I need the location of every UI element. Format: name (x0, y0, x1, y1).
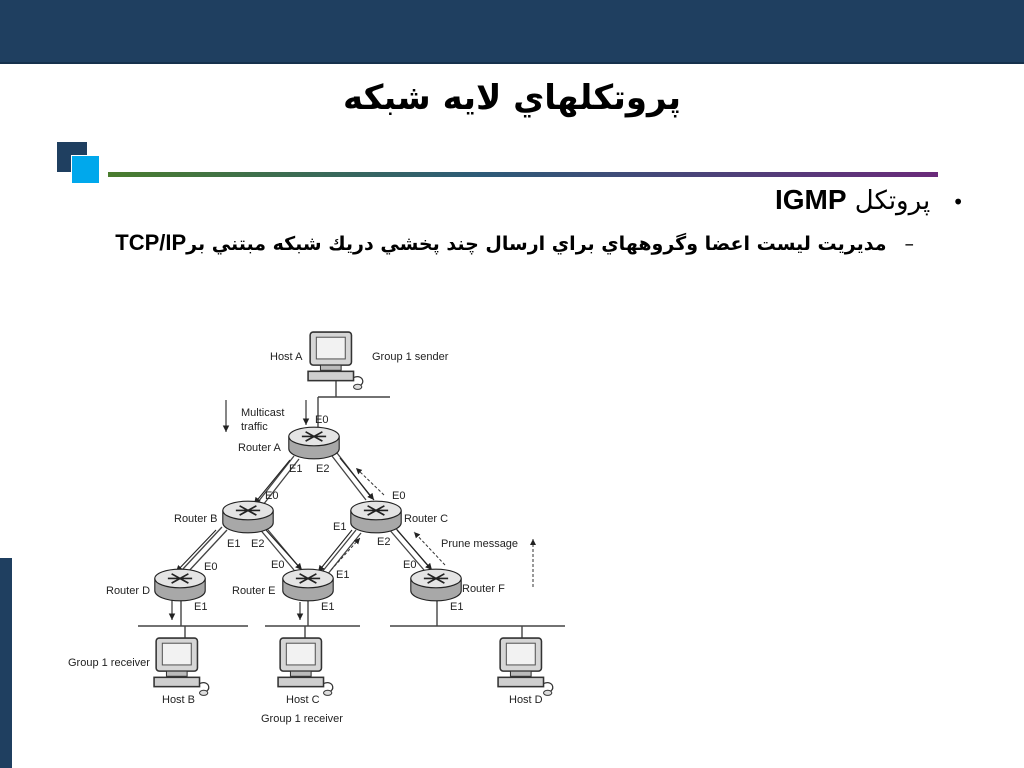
router-e-e1-label: E1 (321, 601, 334, 613)
router-c-e2-label: E2 (377, 536, 390, 548)
router-d-e1-label: E1 (194, 601, 207, 613)
router-b-label: Router B (174, 513, 217, 525)
lan-segments (138, 380, 565, 640)
host-b-note: Group 1 receiver (68, 657, 150, 669)
host-b-label: Host B (162, 694, 195, 706)
router-e-label: Router E (232, 585, 275, 597)
router-a-label: Router A (238, 442, 281, 454)
router-b-e1-label: E1 (227, 538, 240, 550)
router-c-icon (349, 500, 403, 534)
decor-square-light (71, 155, 100, 184)
sub-bullet-description: –مديريت ليست اعضا وگروههاي براي ارسال چن… (115, 230, 914, 256)
title-underline (108, 172, 938, 177)
router-a-e0-label: E0 (315, 414, 328, 426)
slide-title: پروتكلهاي لايه شبكه (343, 78, 681, 118)
router-e-e0-label: E0 (271, 559, 284, 571)
host-c-computer-icon (277, 637, 334, 697)
sub-bullet-dash: – (904, 233, 915, 255)
host-d-computer-icon (497, 637, 554, 697)
multicast-traffic-label-line1: Multicast (241, 407, 284, 419)
host-d-label: Host D (509, 694, 543, 706)
router-f-icon (409, 568, 463, 602)
traffic-arrows (168, 400, 433, 620)
host-a-note: Group 1 sender (372, 351, 449, 363)
router-f-label: Router F (462, 583, 505, 595)
bullet-igmp: • پروتكل IGMP (775, 184, 964, 216)
router-a-icon (287, 426, 341, 460)
router-d-e0-label: E0 (204, 561, 217, 573)
host-a-computer-icon (307, 331, 364, 391)
bullet-2-text-fa: مديريت ليست اعضا وگروههاي براي ارسال چند… (186, 233, 887, 255)
router-b-e0-label: E0 (265, 490, 278, 502)
router-a-e1-label: E1 (289, 463, 302, 475)
router-a-e2-label: E2 (316, 463, 329, 475)
left-accent-strip (0, 558, 12, 768)
router-b-e2-label: E2 (251, 538, 264, 550)
multicast-traffic-label-line2: traffic (241, 421, 268, 433)
prune-message-label: Prune message (441, 538, 518, 550)
host-c-note: Group 1 receiver (261, 713, 343, 725)
bullet-1-text-fa: پروتكل (854, 186, 931, 216)
router-e-e1b-label: E1 (336, 569, 349, 581)
router-f-e0-label: E0 (403, 559, 416, 571)
host-a-label: Host A (270, 351, 303, 363)
router-d-label: Router D (106, 585, 150, 597)
router-c-e1-label: E1 (333, 521, 346, 533)
bullet-1-text-en: IGMP (774, 184, 847, 215)
router-b-icon (221, 500, 275, 534)
title-band (0, 0, 1024, 64)
host-c-label: Host C (286, 694, 320, 706)
router-c-label: Router C (404, 513, 448, 525)
router-f-e1-label: E1 (450, 601, 463, 613)
router-c-e0-label: E0 (392, 490, 405, 502)
bullet-dot: • (952, 189, 964, 214)
host-b-computer-icon (153, 637, 210, 697)
prune-arrows (330, 467, 536, 587)
router-d-icon (153, 568, 207, 602)
router-e-icon (281, 568, 335, 602)
bullet-2-text-en: TCP/IP (115, 230, 187, 255)
